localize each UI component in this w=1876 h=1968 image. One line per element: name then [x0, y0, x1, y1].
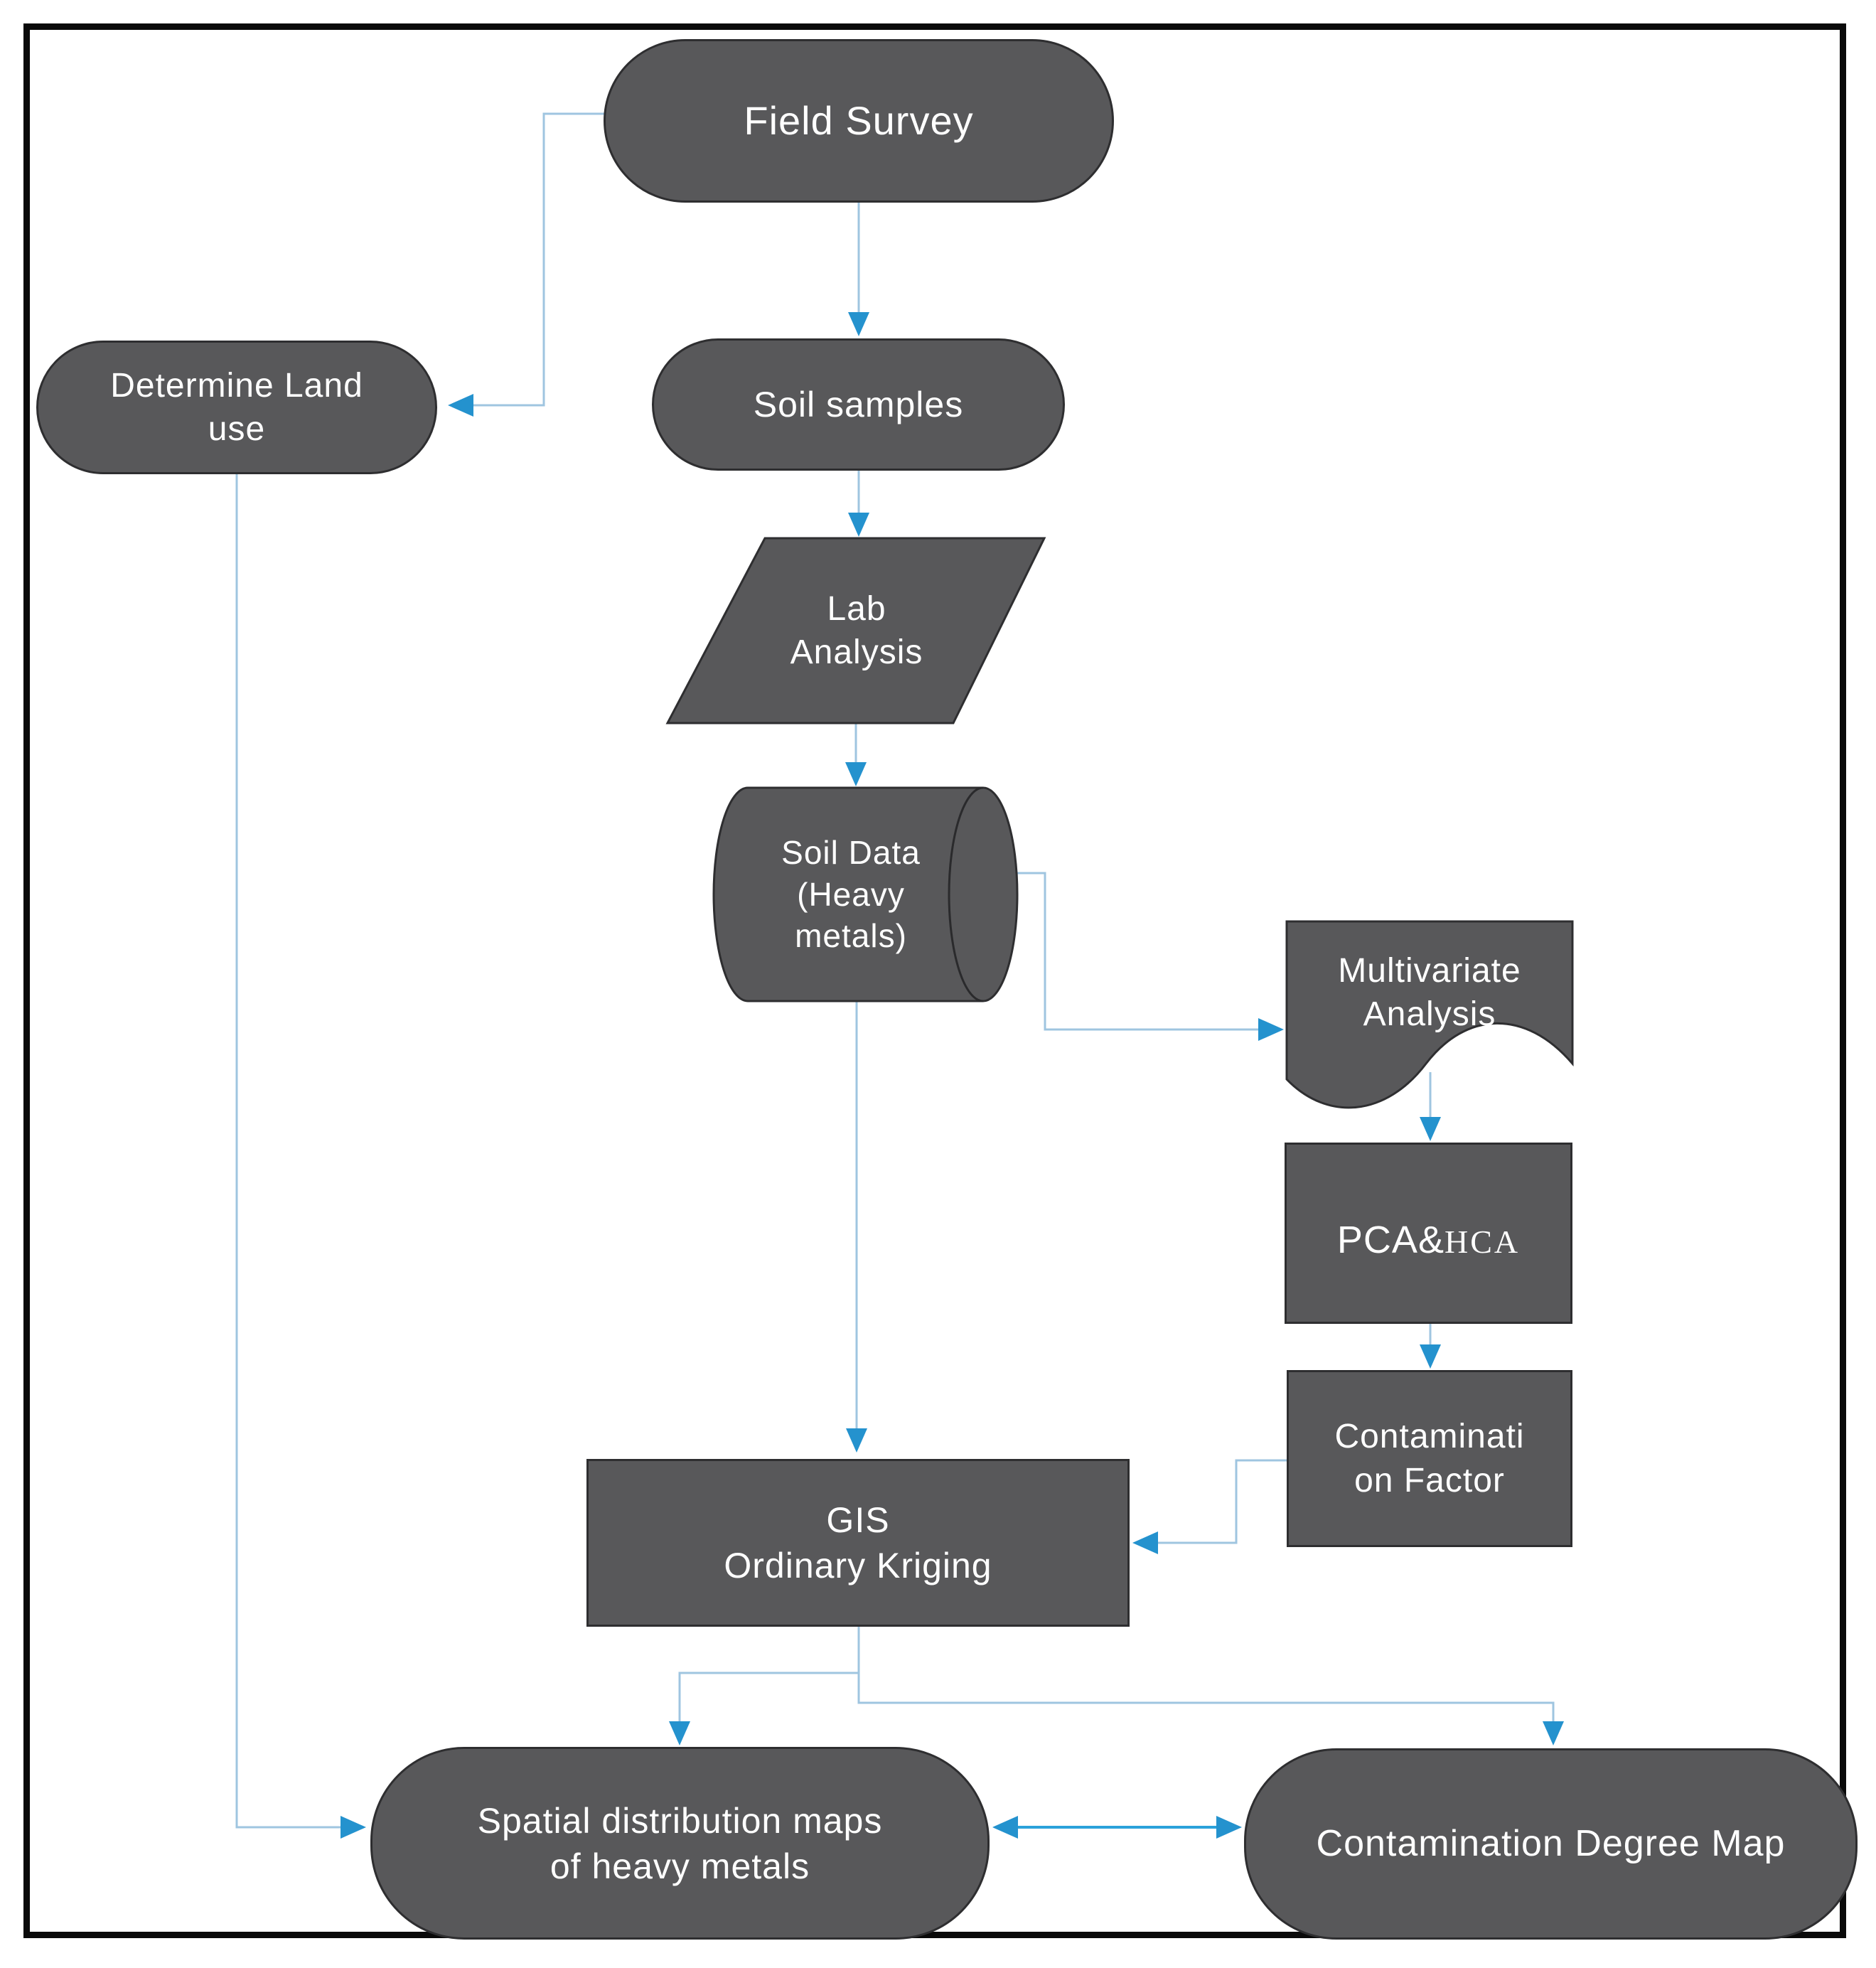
- diagram-border-frame: [23, 23, 1846, 1938]
- arrowhead-right-icon: [1258, 1018, 1284, 1041]
- node-contamination-factor-label: Contaminati on Factor: [1334, 1418, 1525, 1499]
- connector-soil-samples-to-lab-analysis: [848, 471, 869, 537]
- node-gis-ordinary-kriging-label: GIS Ordinary Kriging: [724, 1500, 992, 1585]
- node-determine-land-use-label: Determine Land use: [110, 366, 363, 448]
- node-spatial-distribution-maps: Spatial distribution maps of heavy metal…: [370, 1747, 990, 1940]
- node-pca-hca-label-sans: PCA&: [1336, 1219, 1444, 1262]
- node-field-survey: Field Survey: [604, 39, 1114, 203]
- connector-field-survey-to-determine-land-use: [448, 112, 608, 417]
- node-spatial-distribution-maps-label: Spatial distribution maps of heavy metal…: [477, 1800, 883, 1886]
- node-pca-hca-label-serif: HCA: [1444, 1224, 1521, 1261]
- node-contamination-degree-map: Contamination Degree Map: [1244, 1748, 1858, 1940]
- node-soil-samples: Soil samples: [652, 338, 1065, 471]
- node-soil-samples-label: Soil samples: [753, 385, 964, 424]
- node-field-survey-label: Field Survey: [744, 98, 974, 144]
- arrowhead-left-icon: [448, 394, 473, 417]
- connector-lab-analysis-to-soil-data: [845, 723, 867, 786]
- arrowhead-right-icon: [341, 1816, 366, 1839]
- connector-field-survey-to-soil-samples: [848, 203, 869, 336]
- node-gis-ordinary-kriging: GIS Ordinary Kriging: [586, 1459, 1130, 1627]
- connector-gis-to-spatial-maps: [669, 1627, 860, 1745]
- node-multivariate-analysis-shape: [1285, 920, 1574, 1109]
- arrowhead-down-icon: [846, 1428, 867, 1453]
- arrowhead-down-icon: [848, 312, 869, 336]
- connector-gis-to-contamination-degree-map: [857, 1673, 1564, 1745]
- arrowhead-down-icon: [848, 513, 869, 537]
- node-multivariate-analysis-label: Multivariate Analysis: [1338, 951, 1521, 1033]
- arrowhead-down-icon: [1420, 1344, 1441, 1369]
- connector-contamination-factor-to-gis: [1132, 1459, 1287, 1554]
- arrowhead-left-icon: [1132, 1531, 1158, 1554]
- node-lab-analysis-label: Lab Analysis: [790, 589, 923, 671]
- connector-pca-hca-to-contamination-factor: [1420, 1324, 1441, 1369]
- connector-soil-data-to-gis: [846, 1001, 867, 1453]
- arrowhead-down-icon: [845, 762, 867, 786]
- node-soil-data-cap-edge: [948, 786, 984, 1002]
- node-pca-hca-label: PCA&HCA: [1337, 1202, 1520, 1266]
- connector-spatial-maps-contamination-degree-map-bidirectional: [992, 1816, 1242, 1839]
- node-pca-hca: PCA&HCA: [1285, 1143, 1572, 1324]
- connector-soil-data-to-multivariate-analysis: [1015, 872, 1284, 1041]
- arrowhead-left-icon: [992, 1816, 1018, 1839]
- node-soil-data-label: Soil Data (Heavy metals): [781, 833, 921, 955]
- arrowhead-down-icon: [669, 1721, 690, 1745]
- connector-multivariate-analysis-to-pca-hca: [1420, 1072, 1441, 1141]
- node-contamination-factor: Contaminati on Factor: [1287, 1370, 1572, 1547]
- arrowhead-down-icon: [1420, 1117, 1441, 1141]
- arrowhead-down-icon: [1543, 1721, 1564, 1745]
- node-determine-land-use: Determine Land use: [36, 341, 437, 474]
- node-lab-analysis-shape: [665, 537, 1046, 724]
- connector-determine-land-use-to-spatial-maps: [235, 474, 366, 1839]
- node-contamination-degree-map-label: Contamination Degree Map: [1316, 1823, 1786, 1865]
- arrowhead-right-icon: [1216, 1816, 1242, 1839]
